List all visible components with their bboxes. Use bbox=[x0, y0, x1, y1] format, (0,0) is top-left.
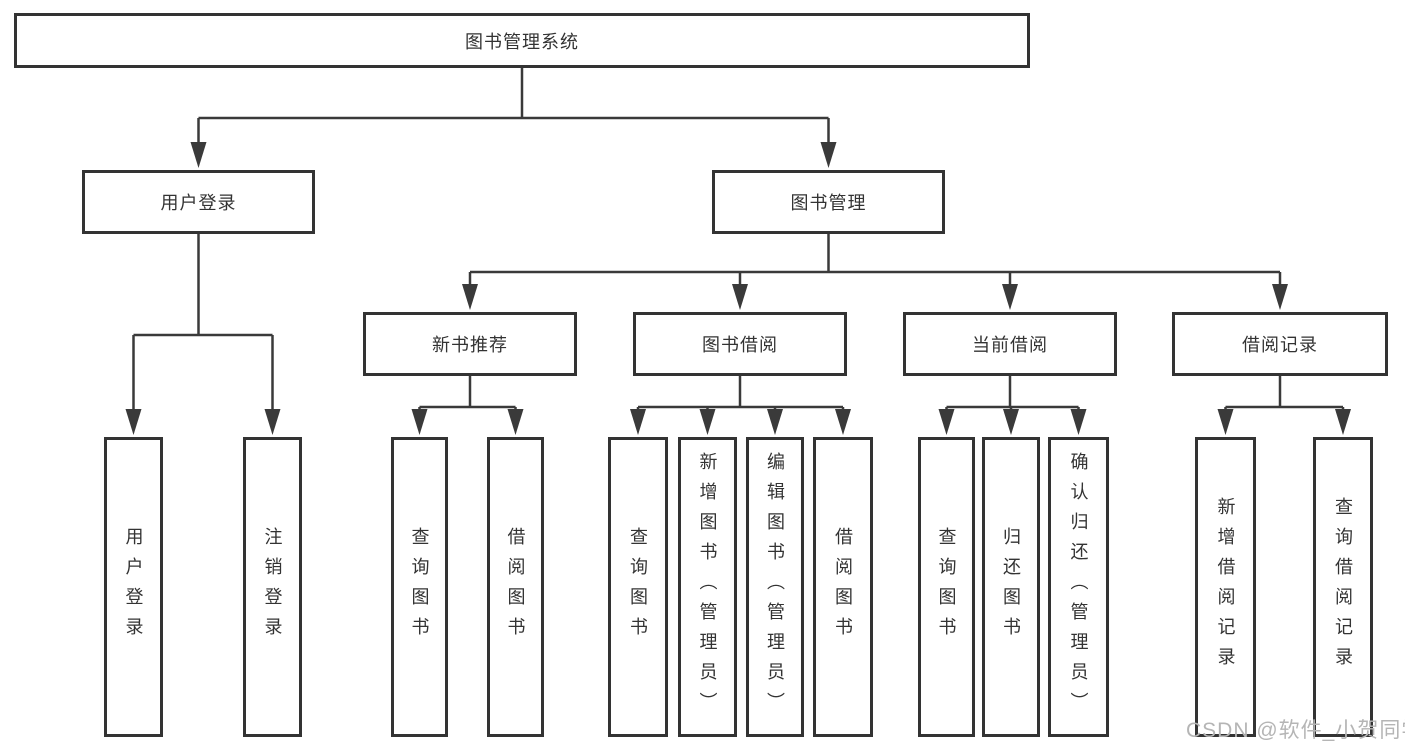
node-label: 当前借阅 bbox=[972, 335, 1048, 355]
node-user-login-leaf: 用户登录 bbox=[104, 437, 163, 737]
node-label: 查询图书 bbox=[409, 527, 430, 647]
connector-borrow-record bbox=[1224, 376, 1345, 418]
node-label: 新增图书（管理员） bbox=[697, 452, 718, 722]
node-label: 图书借阅 bbox=[702, 335, 778, 355]
connector-current-borrow bbox=[945, 376, 1080, 418]
node-borrow-book-2: 借阅图书 bbox=[813, 437, 873, 737]
node-label: 图书管理 bbox=[790, 193, 867, 213]
node-current-borrow: 当前借阅 bbox=[903, 312, 1117, 376]
node-query-book-1: 查询图书 bbox=[391, 437, 448, 737]
node-borrow-book-1: 借阅图书 bbox=[487, 437, 544, 737]
node-label: 查询图书 bbox=[936, 527, 957, 647]
node-label: 用户登录 bbox=[123, 527, 144, 647]
node-query-book-3: 查询图书 bbox=[918, 437, 975, 737]
node-user-login: 用户登录 bbox=[82, 170, 315, 234]
node-label: 用户登录 bbox=[160, 193, 237, 213]
node-label: 借阅记录 bbox=[1242, 335, 1318, 355]
node-label: 借阅图书 bbox=[505, 527, 526, 647]
connector-user-login bbox=[132, 234, 274, 416]
node-add-borrow-record: 新增借阅记录 bbox=[1195, 437, 1256, 737]
node-label: 查询图书 bbox=[628, 527, 648, 647]
node-logout: 注销登录 bbox=[243, 437, 302, 737]
node-label: 图书管理系统 bbox=[465, 31, 579, 52]
node-edit-book-admin: 编辑图书（管理员） bbox=[746, 437, 804, 737]
node-label: 归还图书 bbox=[1001, 527, 1021, 647]
node-query-book-2: 查询图书 bbox=[608, 437, 668, 737]
node-borrow-record: 借阅记录 bbox=[1172, 312, 1388, 376]
csdn-watermark: CSDN @软件_小贺同学 bbox=[1186, 719, 1405, 742]
node-label: 新增借阅记录 bbox=[1215, 497, 1236, 677]
node-query-borrow-record: 查询借阅记录 bbox=[1313, 437, 1373, 737]
node-label: 查询借阅记录 bbox=[1333, 497, 1353, 677]
node-new-book-recommend: 新书推荐 bbox=[363, 312, 577, 376]
node-library-management-system: 图书管理系统 bbox=[14, 13, 1030, 68]
node-label: 编辑图书（管理员） bbox=[765, 452, 785, 722]
node-label: 新书推荐 bbox=[432, 335, 508, 355]
node-confirm-return-admin: 确认归还（管理员） bbox=[1048, 437, 1109, 737]
node-label: 确认归还（管理员） bbox=[1068, 452, 1089, 722]
connector-root bbox=[197, 68, 830, 150]
connector-book-borrow bbox=[636, 376, 845, 418]
node-add-book-admin: 新增图书（管理员） bbox=[678, 437, 737, 737]
node-label: 借阅图书 bbox=[833, 527, 853, 647]
node-label: 注销登录 bbox=[262, 527, 283, 647]
connector-book-management bbox=[468, 234, 1282, 292]
node-book-management: 图书管理 bbox=[712, 170, 945, 234]
node-return-book: 归还图书 bbox=[982, 437, 1040, 737]
node-book-borrow: 图书借阅 bbox=[633, 312, 847, 376]
connector-new-book bbox=[418, 376, 517, 418]
